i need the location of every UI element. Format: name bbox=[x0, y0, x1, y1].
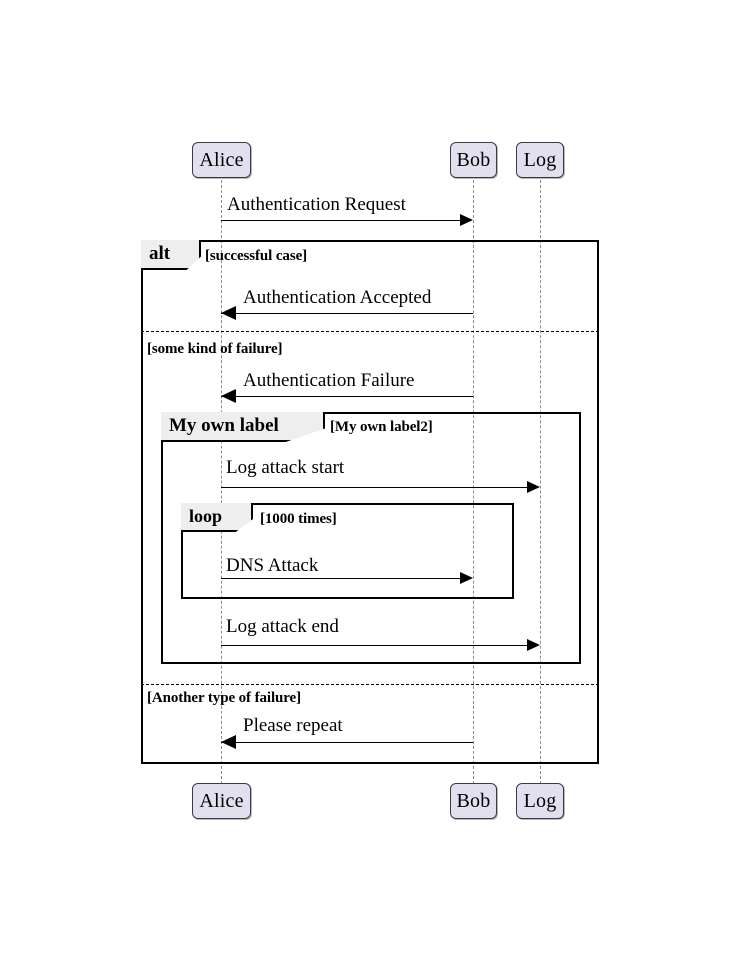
message-line-please-repeat bbox=[221, 742, 473, 743]
fragment-alt-separator-2 bbox=[141, 684, 599, 685]
participant-head-bob-label: Bob bbox=[456, 149, 491, 171]
fragment-loop-condition-1: [1000 times] bbox=[260, 511, 337, 527]
fragment-my-own-label-operator-label: My own label bbox=[169, 415, 279, 436]
participant-head-bob[interactable]: Bob bbox=[450, 142, 497, 178]
participant-foot-bob[interactable]: Bob bbox=[450, 783, 497, 819]
arrowhead-left-icon bbox=[221, 306, 236, 320]
participant-foot-alice-label: Alice bbox=[199, 790, 244, 812]
message-line-log-attack-end bbox=[221, 645, 528, 646]
participant-head-log[interactable]: Log bbox=[516, 142, 564, 178]
fragment-loop-operator-label: loop bbox=[189, 506, 223, 526]
arrowhead-right-icon bbox=[460, 572, 473, 584]
message-label-authentication-accepted: Authentication Accepted bbox=[243, 287, 432, 308]
fragment-alt-condition-1: [successful case] bbox=[205, 248, 308, 264]
fragment-loop-operator-tab: loop bbox=[181, 503, 253, 532]
fragment-my-own-label bbox=[161, 412, 581, 664]
participant-head-log-label: Log bbox=[523, 149, 557, 171]
fragment-alt-separator-1 bbox=[141, 331, 599, 332]
fragment-alt-condition-2: [some kind of failure] bbox=[147, 341, 283, 357]
participant-foot-log-label: Log bbox=[523, 790, 557, 812]
participant-head-alice-label: Alice bbox=[199, 149, 244, 171]
message-line-log-attack-start bbox=[221, 487, 528, 488]
message-label-dns-attack: DNS Attack bbox=[226, 555, 319, 576]
arrowhead-right-icon bbox=[460, 214, 473, 226]
fragment-alt-operator-tab: alt bbox=[141, 240, 201, 270]
arrowhead-left-icon bbox=[221, 735, 236, 749]
arrowhead-right-icon bbox=[527, 481, 540, 493]
lifeline-bob bbox=[473, 180, 474, 784]
fragment-my-own-label-operator-tab: My own label bbox=[161, 412, 325, 442]
message-line-authentication-accepted bbox=[221, 313, 473, 314]
fragment-my-own-label-condition-1: [My own label2] bbox=[330, 419, 433, 435]
message-label-please-repeat: Please repeat bbox=[243, 715, 343, 736]
message-line-authentication-request bbox=[221, 220, 461, 221]
lifeline-log bbox=[540, 180, 541, 784]
message-label-log-attack-end: Log attack end bbox=[226, 616, 339, 637]
participant-foot-bob-label: Bob bbox=[456, 790, 491, 812]
message-line-dns-attack bbox=[221, 578, 461, 579]
fragment-loop bbox=[181, 503, 514, 599]
fragment-alt-operator-label: alt bbox=[149, 243, 171, 264]
message-line-authentication-failure bbox=[221, 396, 473, 397]
arrowhead-right-icon bbox=[527, 639, 540, 651]
fragment-alt bbox=[141, 240, 599, 764]
message-label-authentication-failure: Authentication Failure bbox=[243, 370, 415, 391]
message-label-authentication-request: Authentication Request bbox=[227, 194, 406, 215]
arrowhead-left-icon bbox=[221, 389, 236, 403]
participant-foot-log[interactable]: Log bbox=[516, 783, 564, 819]
fragment-alt-condition-3: [Another type of failure] bbox=[147, 690, 302, 706]
lifeline-alice bbox=[221, 180, 222, 784]
message-label-log-attack-start: Log attack start bbox=[226, 457, 345, 478]
participant-foot-alice[interactable]: Alice bbox=[192, 783, 251, 819]
participant-head-alice[interactable]: Alice bbox=[192, 142, 251, 178]
